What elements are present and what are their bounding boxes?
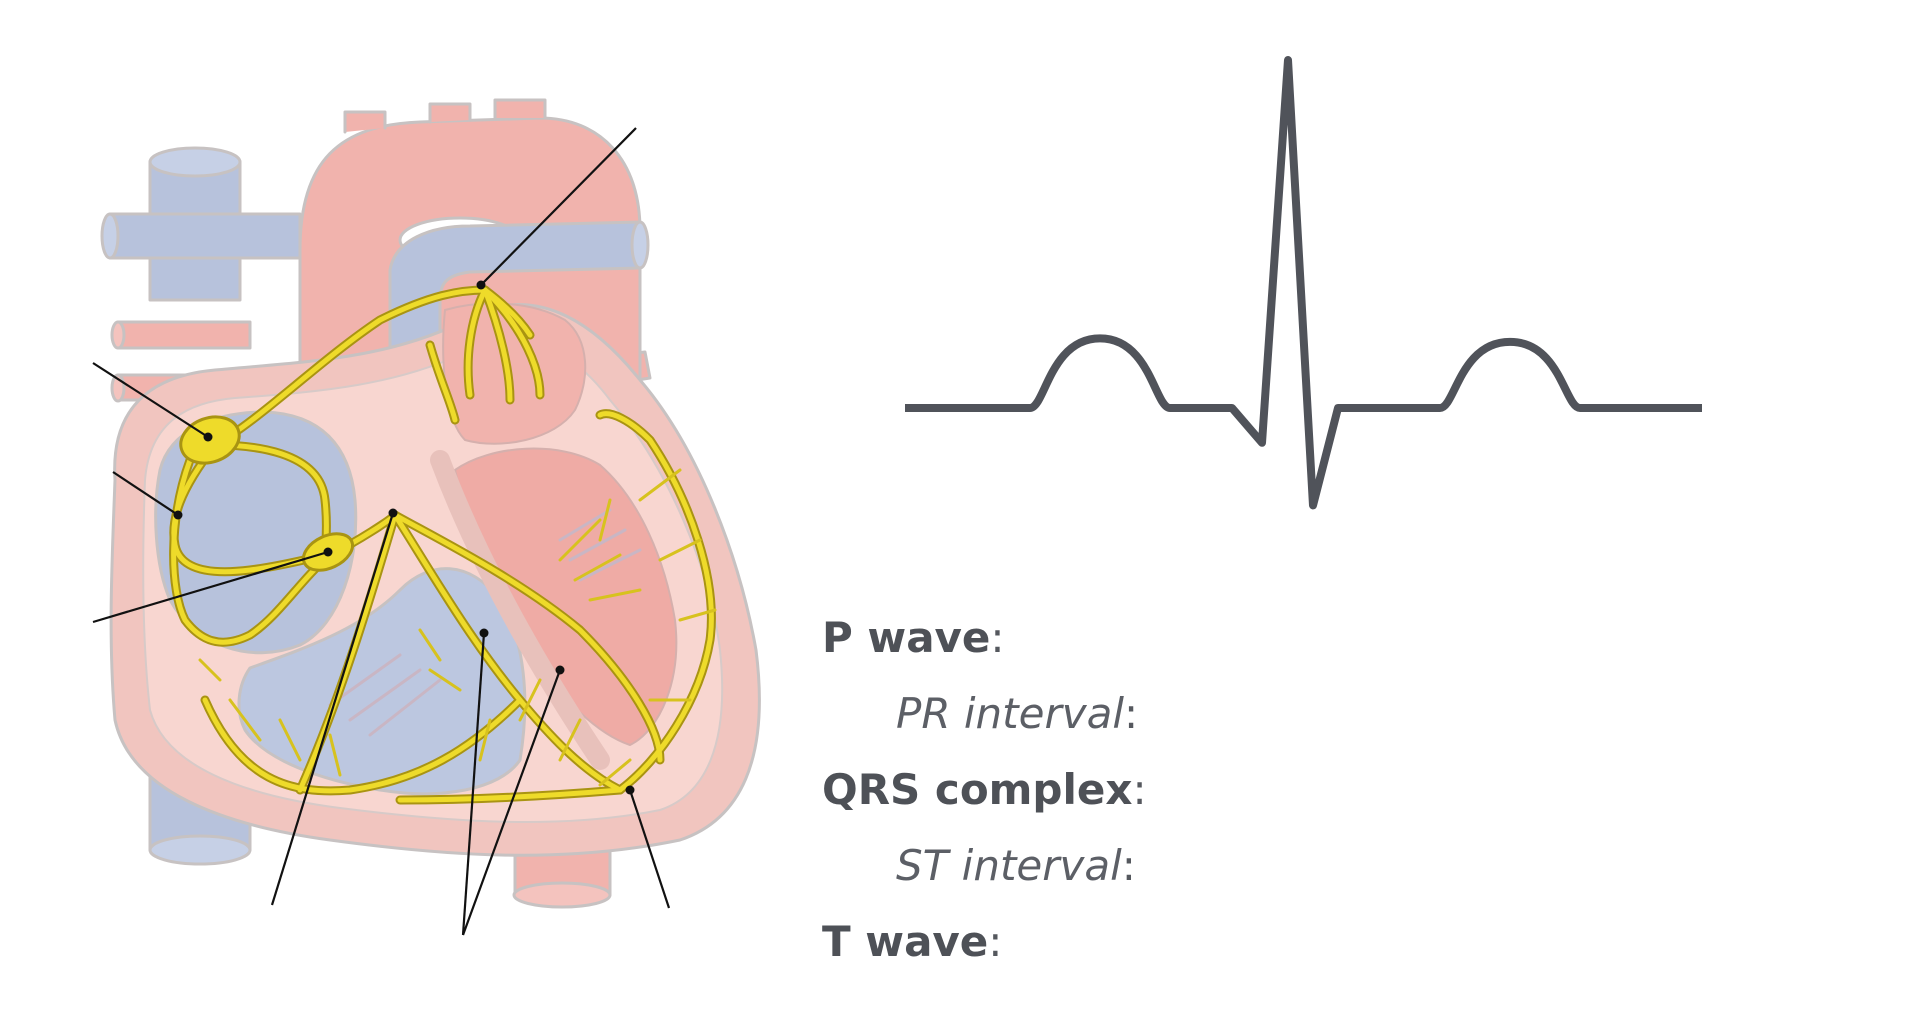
leader-line-av-node [92, 550, 329, 624]
heart-conduction-diagram [92, 98, 761, 936]
label-colon: : [990, 613, 1005, 662]
label-term: P wave [822, 613, 991, 662]
leader-dot-sa-node [203, 432, 213, 442]
descending-aorta-opening [512, 881, 612, 909]
ecg-trace [905, 56, 1702, 510]
label-colon: : [988, 917, 1003, 966]
label-colon: : [1124, 689, 1139, 738]
leader-dot-av-node [323, 547, 333, 557]
leader-line-bachmann [480, 127, 637, 286]
pulmonary-artery-left-upper-opening [110, 320, 126, 350]
label-row: PR interval: [822, 676, 1522, 752]
aortic-branch-3 [493, 98, 547, 120]
pulmonary-vein-left-upper-opening [100, 212, 120, 260]
leader-dot-bundle-of-his [388, 508, 398, 518]
chordae-lines [328, 508, 642, 737]
leader-dot-internodal [173, 510, 183, 520]
leader-line-purkinje [628, 789, 671, 909]
leader-dot-right-bundle [555, 665, 565, 675]
leader-dot-left-bundle [479, 628, 489, 638]
label-row: ST interval: [822, 828, 1522, 904]
label-colon: : [1121, 841, 1136, 890]
leader-line-internodal [112, 471, 179, 516]
leader-line-sa-node [92, 362, 209, 438]
superior-vena-cava-opening [148, 146, 242, 178]
leader-dot-purkinje [625, 785, 635, 795]
label-row: QRS complex: [822, 752, 1522, 828]
label-term: PR interval [896, 689, 1124, 738]
right-ventricle [237, 567, 527, 796]
leader-dot-bachmann [476, 280, 486, 290]
interventricular-septum [430, 450, 610, 770]
wave-labels: P wave:PR interval:QRS complex:ST interv… [822, 600, 1522, 980]
label-colon: : [1132, 765, 1147, 814]
inferior-vena-cava-opening [148, 834, 252, 866]
label-term: ST interval [896, 841, 1122, 890]
aortic-branch-1 [343, 110, 387, 134]
pulmonary-trunk-opening [630, 220, 650, 270]
leader-line-left-bundle [461, 632, 486, 936]
label-term: T wave [822, 917, 989, 966]
label-term: QRS complex [822, 765, 1133, 814]
leader-line-right-bundle [461, 669, 562, 936]
ecg-waveform [905, 56, 1702, 510]
aortic-branch-2 [428, 102, 472, 124]
label-row: P wave: [822, 600, 1522, 676]
leader-line-bundle-of-his [270, 512, 395, 906]
label-row: T wave: [822, 904, 1522, 980]
